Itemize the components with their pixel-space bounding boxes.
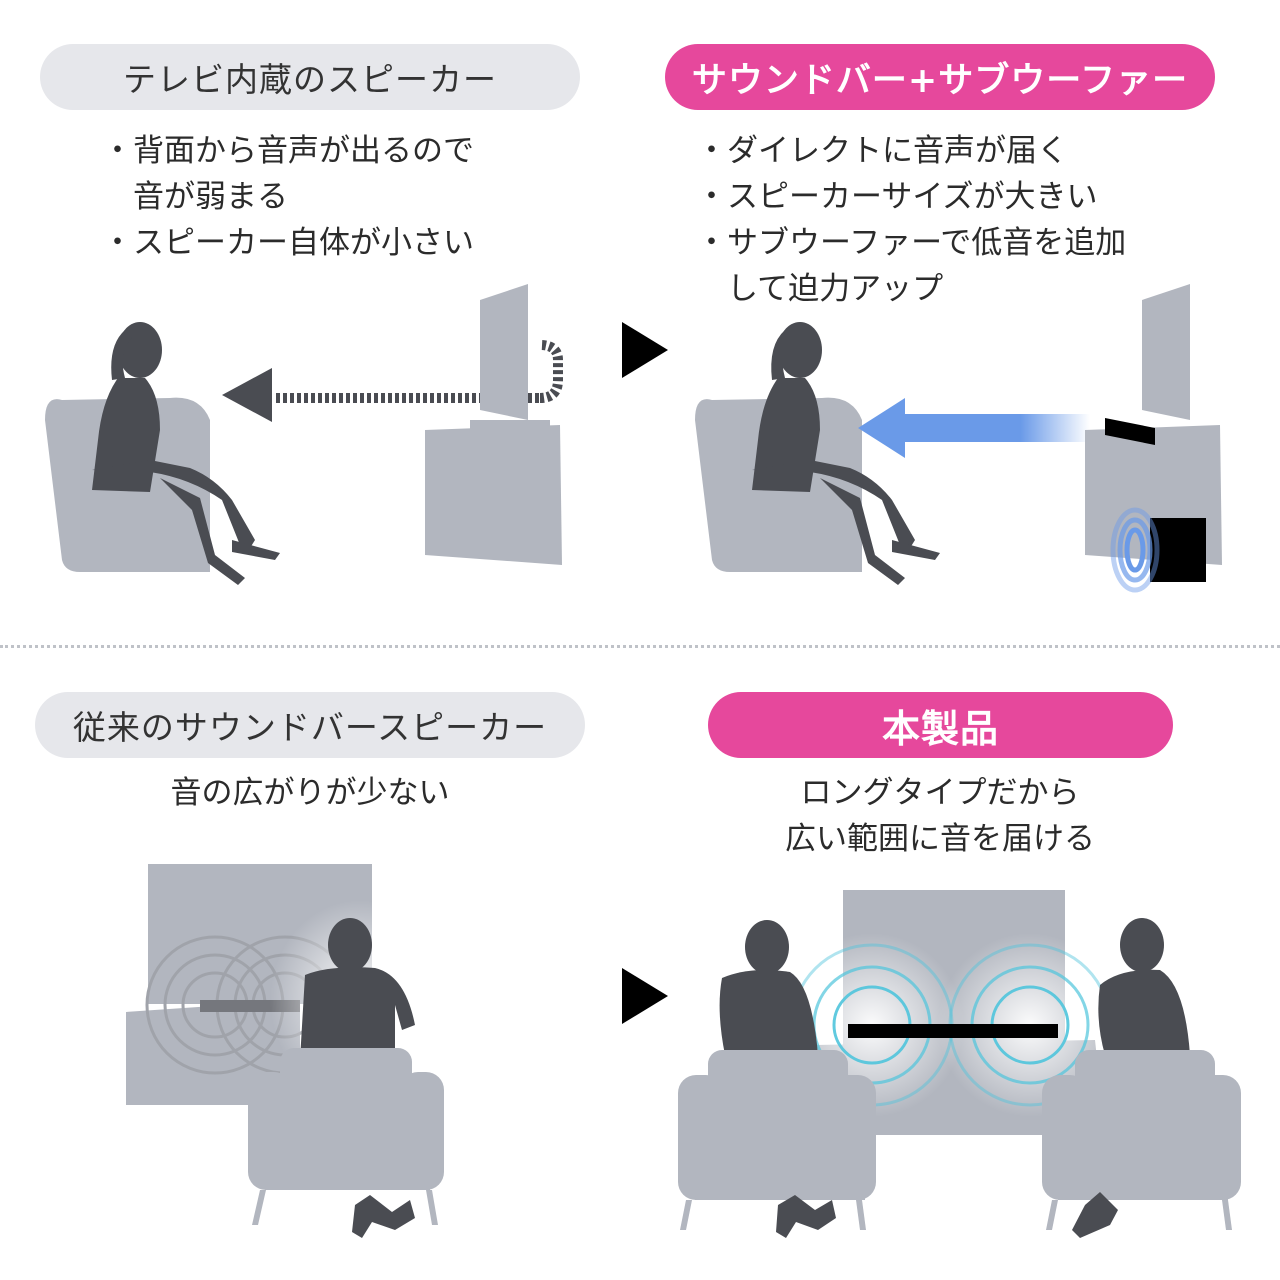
conventional-soundbar-title: 従来のサウンドバースピーカー [35,692,585,758]
feet [1072,1192,1118,1238]
tv-line-3: ・スピーカー自体が小さい [102,225,474,261]
soundbar-icon [848,1024,1058,1038]
man-silhouette-icon [1098,918,1190,1055]
tv-speaker-title: テレビ内蔵のスピーカー [40,44,580,110]
sub-line-2: ・スピーカーサイズが大きい [696,179,1098,215]
woman-silhouette-icon [92,322,280,585]
armchair-icon [248,1048,444,1225]
soundbar-subwoofer-description: ・ダイレクトに音声が届く ・スピーカーサイズが大きい ・サブウーファーで低音を追… [696,128,1126,312]
blue-arrow-icon [858,398,1090,458]
tv-icon [470,284,550,432]
armchair-icon [1042,1050,1241,1230]
feet [776,1195,836,1238]
sub-line-4: して迫力アップ [696,271,944,307]
feet [352,1195,415,1238]
tv-stand [425,425,562,565]
product-line-2: 広い範囲に音を届ける [785,821,1095,857]
section-divider [0,645,1280,648]
soundbar-subwoofer-title: サウンドバー+サブウーファー [665,44,1215,110]
woman-silhouette-icon [752,322,940,585]
armchair-icon [678,1050,876,1230]
tv-line-2: 音が弱まる [102,179,288,215]
tv-scene [45,284,563,585]
man-silhouette-icon [300,918,415,1060]
soundbar-subwoofer-scene [695,284,1222,593]
product-description: ロングタイプだから 広い範囲に音を届ける [700,770,1180,862]
product-line-1: ロングタイプだから [800,775,1080,811]
conventional-scene [126,864,450,1238]
product-title: 本製品 [708,692,1173,758]
tv-line-1: ・背面から音声が出るので [102,133,474,169]
play-arrow-icon [622,322,668,378]
product-scene [678,890,1241,1238]
sub-line-3: ・サブウーファーで低音を追加 [696,225,1127,261]
subwoofer-icon [1150,518,1206,582]
soundbar-icon [1105,418,1155,445]
conventional-description: 音の広がりが少ない [35,770,585,816]
tv-speaker-description: ・背面から音声が出るので 音が弱まる ・スピーカー自体が小さい [102,128,474,266]
man-silhouette-icon [719,920,818,1055]
tv-icon [1142,284,1190,420]
conventional-line-1: 音の広がりが少ない [170,775,450,811]
play-arrow-icon [622,968,668,1024]
sub-line-1: ・ダイレクトに音声が届く [696,133,1068,169]
sound-wave-icon [1110,507,1160,593]
